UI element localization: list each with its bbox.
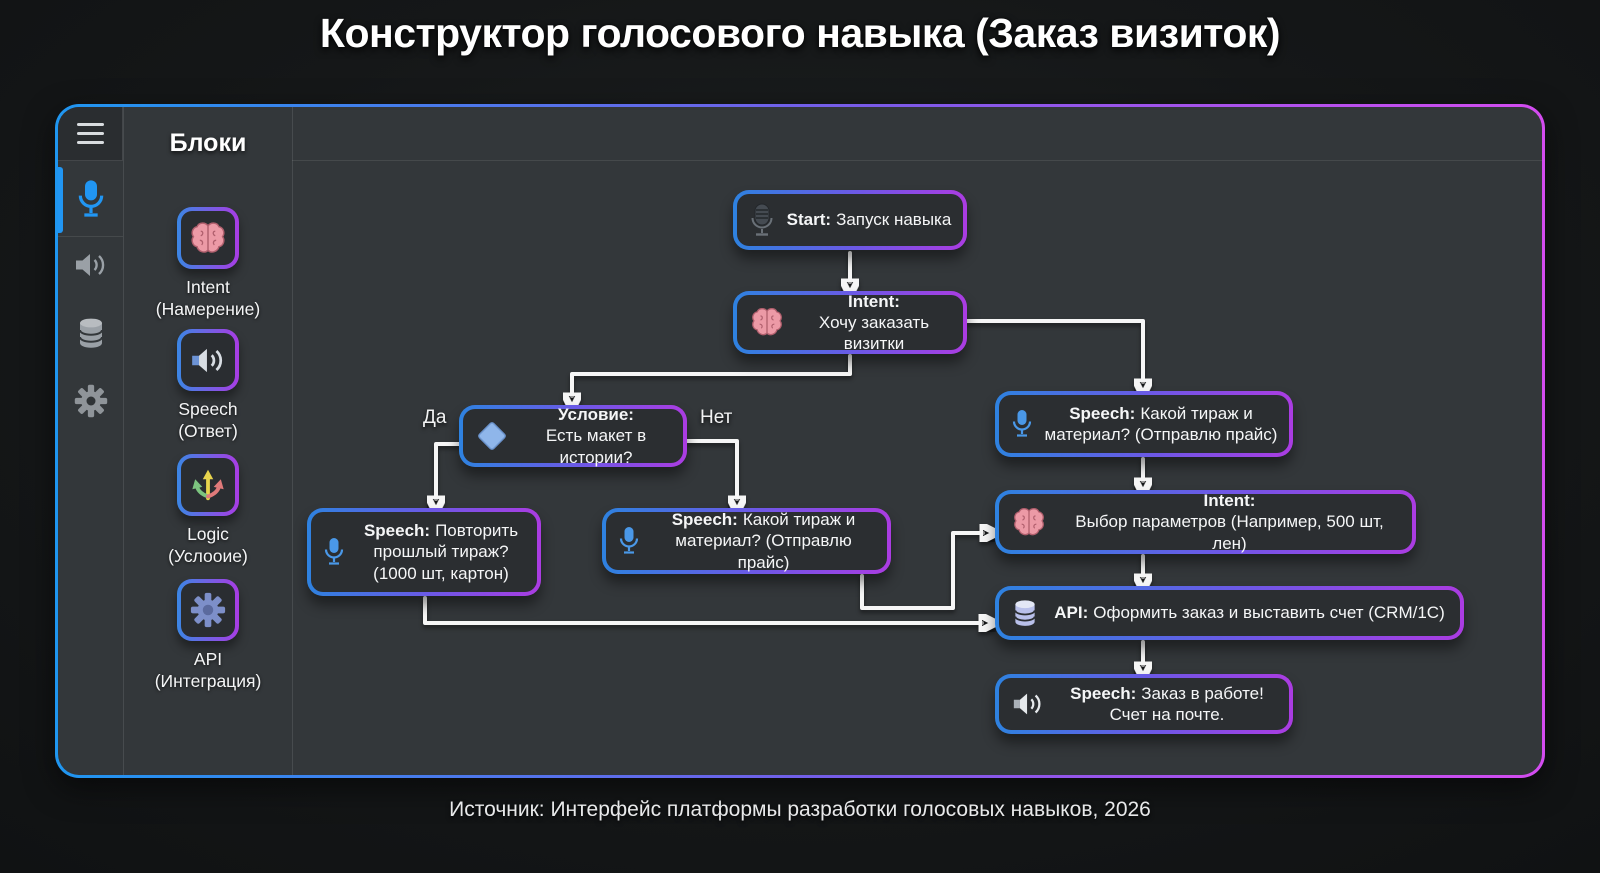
blocks-panel-title: Блоки bbox=[169, 129, 247, 157]
diamond-icon bbox=[475, 419, 509, 453]
sidebar-divider bbox=[123, 107, 124, 775]
database-icon bbox=[78, 318, 103, 348]
microphone-icon bbox=[618, 526, 640, 556]
sidebar-item-speaker[interactable] bbox=[58, 249, 123, 281]
flow-node-text: API:Оформить заказ и выставить счет (CRM… bbox=[1054, 603, 1445, 623]
gear-icon bbox=[190, 592, 226, 628]
flow-node-speech-ask-right[interactable]: Speech:Какой тираж и материал? (Отправлю… bbox=[995, 391, 1293, 457]
sidebar-item-database[interactable] bbox=[58, 315, 123, 351]
sidebar-section-divider bbox=[58, 236, 123, 237]
brain-icon bbox=[1011, 506, 1047, 539]
source-caption: Источник: Интерфейс платформы разработки… bbox=[449, 798, 1151, 821]
sidebar-item-microphone[interactable] bbox=[58, 179, 123, 219]
canvas-top-divider bbox=[292, 160, 1542, 161]
flow-node-text: Speech:Заказ в работе! Счет на почте. bbox=[1070, 683, 1264, 724]
palette-block-label: Speech (Ответ) bbox=[178, 399, 238, 441]
active-tab-indicator bbox=[58, 167, 63, 233]
hamburger-icon bbox=[76, 123, 104, 144]
palette-block-label: Logic (Услооие) bbox=[168, 524, 248, 566]
flow-node-api-order[interactable]: API:Оформить заказ и выставить счет (CRM… bbox=[995, 586, 1464, 640]
flow-node-text: Speech:Какой тираж и материал? (Отправлю… bbox=[1044, 403, 1278, 444]
flow-node-text: Speech:Какой тираж и материал? (Отправлю… bbox=[671, 510, 856, 572]
flow-node-text: Start:Запуск навыка bbox=[786, 210, 952, 230]
palette-block-intent[interactable]: Intent (Намерение) bbox=[124, 207, 292, 321]
blocks-divider bbox=[292, 107, 293, 775]
page-title: Конструктор голосового навыка (Заказ виз… bbox=[319, 10, 1281, 56]
flow-node-speech-done[interactable]: Speech:Заказ в работе! Счет на почте. bbox=[995, 674, 1293, 734]
flow-node-intent-params[interactable]: Intent:Выбор параметров (Например, 500 ш… bbox=[995, 490, 1416, 554]
flow-node-text: Speech:Повторить прошлый тираж? (1000 шт… bbox=[363, 521, 519, 583]
speaker-icon bbox=[192, 348, 223, 372]
branch-arrows-icon bbox=[192, 469, 224, 501]
edge-label-no: Нет bbox=[700, 407, 733, 428]
studio-microphone-icon bbox=[749, 202, 775, 238]
palette-block-label: API (Интеграция) bbox=[154, 649, 262, 691]
flow-node-text: Условие:Есть макет в истории? bbox=[545, 405, 647, 467]
menu-button[interactable] bbox=[58, 107, 123, 161]
sidebar-item-settings[interactable] bbox=[58, 383, 123, 419]
flow-node-intent-order[interactable]: Intent:Хочу заказать визитки bbox=[733, 291, 967, 354]
palette-block-label: Intent (Намерение) bbox=[155, 277, 261, 319]
brain-icon bbox=[749, 306, 785, 339]
flow-node-text: Intent:Хочу заказать визитки bbox=[818, 291, 930, 354]
microphone-icon bbox=[78, 180, 103, 217]
microphone-icon bbox=[323, 537, 345, 567]
edge-label-yes: Да bbox=[423, 407, 447, 428]
flow-node-speech-repeat[interactable]: Speech:Повторить прошлый тираж? (1000 шт… bbox=[307, 508, 541, 596]
flow-node-condition-layout[interactable]: Условие:Есть макет в истории? bbox=[459, 405, 687, 467]
flow-node-start[interactable]: Start:Запуск навыка bbox=[733, 190, 967, 250]
speaker-icon bbox=[75, 254, 104, 276]
palette-block-logic[interactable]: Logic (Услооие) bbox=[124, 454, 292, 568]
database-icon bbox=[1011, 597, 1039, 629]
gear-icon bbox=[74, 384, 107, 418]
flow-node-text: Intent:Выбор параметров (Например, 500 ш… bbox=[1075, 491, 1384, 553]
palette-block-api[interactable]: API (Интеграция) bbox=[124, 579, 292, 693]
brain-icon bbox=[191, 221, 225, 253]
microphone-icon bbox=[1011, 409, 1033, 439]
speaker-icon bbox=[1011, 689, 1045, 719]
palette-block-speech[interactable]: Speech (Ответ) bbox=[124, 329, 292, 443]
flow-node-speech-ask-mid[interactable]: Speech:Какой тираж и материал? (Отправлю… bbox=[602, 508, 891, 574]
